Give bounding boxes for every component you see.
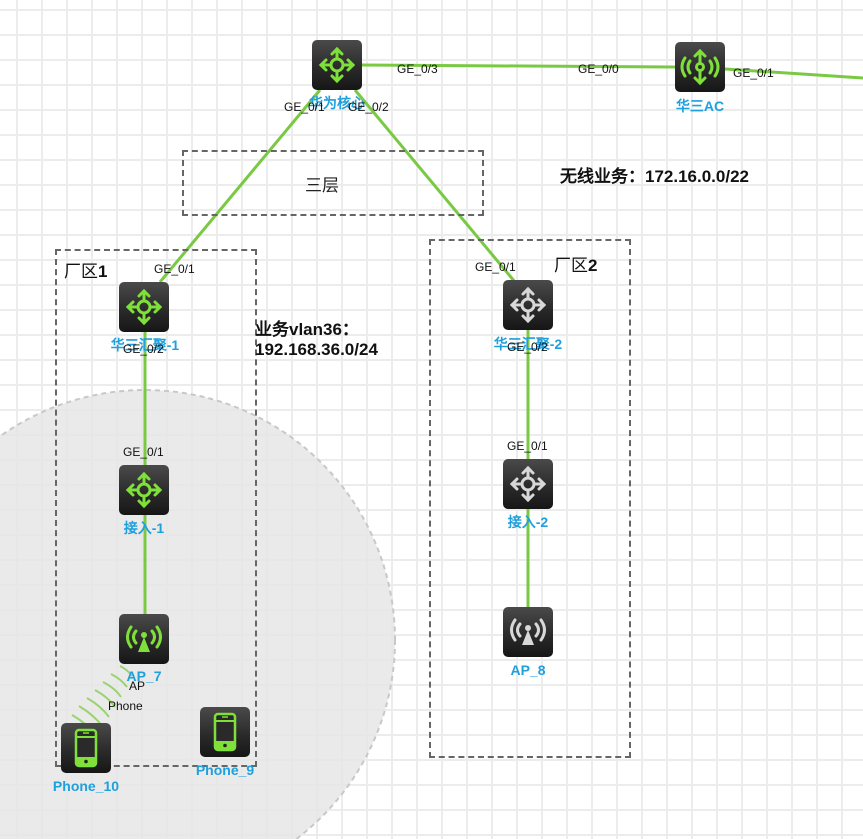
router-icon <box>318 46 356 84</box>
phone-icon <box>213 712 237 752</box>
port-label-agg1-ge02: GE_0/2 <box>123 342 164 356</box>
site2-zone <box>429 239 631 758</box>
aggregation-switch-1-node[interactable] <box>119 282 169 332</box>
port-label-ac-ge00: GE_0/0 <box>578 62 619 76</box>
router-icon <box>125 471 163 509</box>
port-label-agg2-ge02: GE_0/2 <box>507 340 548 354</box>
phone-9-label: Phone_9 <box>195 762 255 778</box>
port-label-core-ge01: GE_0/1 <box>284 100 325 114</box>
port-label-core-ge02: GE_0/2 <box>348 100 389 114</box>
router-icon <box>509 465 547 503</box>
vlan-note-line1: 业务vlan36： <box>255 320 359 339</box>
wireless-controller-icon <box>680 48 720 86</box>
core-switch-node[interactable] <box>312 40 362 90</box>
site1-zone-title: 厂区1 <box>64 262 108 281</box>
port-label-acc2-ge01: GE_0/1 <box>507 439 548 453</box>
site1-zone <box>55 249 257 767</box>
layer3-zone-label: 三层 <box>305 176 339 196</box>
aggregation-switch-2-node[interactable] <box>503 280 553 330</box>
access-point-7-label: AP_7 <box>126 668 162 684</box>
aggregation-switch-2-label: 华三汇聚-2 <box>493 336 563 352</box>
router-icon <box>125 288 163 326</box>
aggregation-switch-1-label: 华三汇聚-1 <box>110 337 180 353</box>
core-switch-label: 华为核心 <box>309 95 365 111</box>
access-point-7-node[interactable] <box>119 614 169 664</box>
wireless-link-ap-label: AP <box>129 679 146 693</box>
access-point-8-node[interactable] <box>503 607 553 657</box>
link-core-agg2[interactable] <box>353 89 517 283</box>
link-ac-external[interactable] <box>724 67 863 80</box>
port-label-agg1-ge01: GE_0/1 <box>154 262 195 276</box>
access-switch-1-label: 接入-1 <box>123 520 165 536</box>
site2-zone-title: 厂区2 <box>554 256 598 275</box>
vlan-note-line2: 192.168.36.0/24 <box>255 340 378 359</box>
port-label-acc1-ge01: GE_0/1 <box>123 445 164 459</box>
wireless-controller-node[interactable] <box>675 42 725 92</box>
port-label-ac-ge01: GE_0/1 <box>733 66 774 80</box>
wireless-subnet-note: 无线业务：172.16.0.0/22 <box>560 167 749 186</box>
phone-icon <box>74 728 98 768</box>
access-point-icon <box>510 618 546 645</box>
wireless-link-phone-label: Phone <box>108 699 143 713</box>
access-point-8-label: AP_8 <box>510 662 546 678</box>
phone-10-node[interactable] <box>61 723 111 773</box>
wireless-controller-label: 华三AC <box>675 98 725 114</box>
phone-10-label: Phone_10 <box>52 778 120 794</box>
router-icon <box>509 286 547 324</box>
access-switch-2-node[interactable] <box>503 459 553 509</box>
access-switch-2-label: 接入-2 <box>507 514 549 530</box>
phone-9-node[interactable] <box>200 707 250 757</box>
port-label-core-ge03: GE_0/3 <box>397 62 438 76</box>
link-core-ac[interactable] <box>361 63 676 69</box>
access-point-icon <box>126 625 162 652</box>
access-switch-1-node[interactable] <box>119 465 169 515</box>
port-label-agg2-ge01: GE_0/1 <box>475 260 516 274</box>
layer3-zone: 三层 <box>182 150 484 216</box>
